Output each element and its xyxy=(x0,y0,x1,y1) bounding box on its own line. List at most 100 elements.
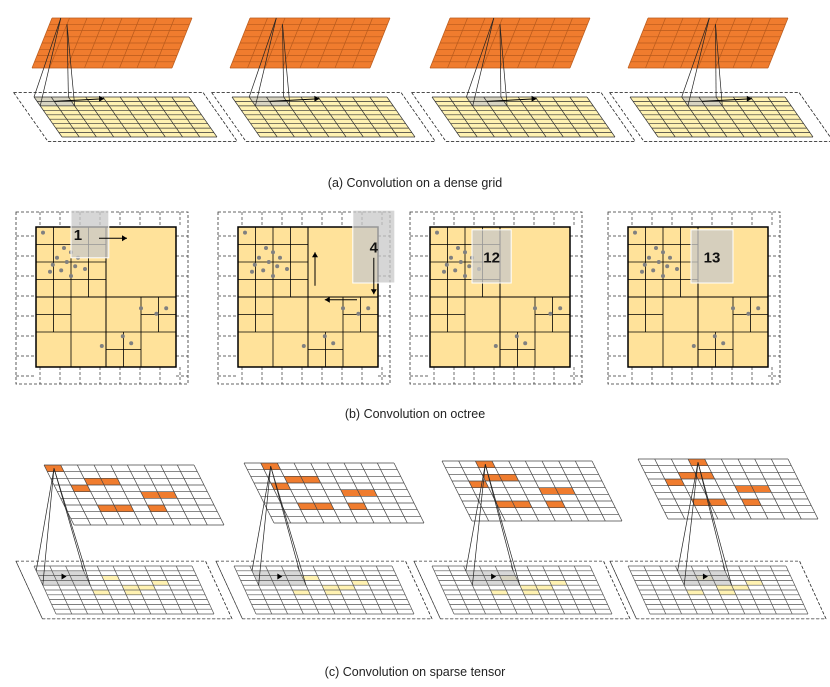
grid-line xyxy=(248,96,278,138)
sparse-tensor-row xyxy=(15,458,827,620)
point xyxy=(154,311,159,316)
point xyxy=(721,341,726,346)
grid-line xyxy=(787,458,819,520)
grid-fill xyxy=(44,465,224,525)
grid-line xyxy=(687,458,719,520)
grid-fill xyxy=(244,463,424,523)
arrow-head xyxy=(746,95,752,102)
grid-line xyxy=(283,96,312,138)
point xyxy=(69,274,73,278)
octree-step-label: 1 xyxy=(74,227,82,244)
scan-arrow xyxy=(701,98,752,102)
projection-line xyxy=(248,17,277,98)
grid-line xyxy=(193,464,225,526)
active-cell xyxy=(715,585,734,590)
point xyxy=(493,344,498,348)
grid-line xyxy=(526,565,550,615)
active-cell xyxy=(512,501,532,508)
point xyxy=(301,344,306,348)
point xyxy=(523,341,528,346)
grid-line xyxy=(175,565,199,615)
grid-line xyxy=(500,96,530,138)
point xyxy=(731,306,735,311)
projection-line xyxy=(258,466,272,586)
point xyxy=(665,264,670,269)
grid-line xyxy=(541,460,573,522)
active-cell xyxy=(324,590,342,595)
point xyxy=(356,311,361,316)
caption-octree: (b) Convolution on octree xyxy=(344,407,486,421)
grid-line xyxy=(698,96,728,138)
octree-panel: 12 xyxy=(409,211,583,385)
grid-line xyxy=(393,462,425,524)
kernel-highlight xyxy=(471,229,512,284)
grid-line xyxy=(466,96,495,138)
grid-line xyxy=(43,464,75,526)
grid-line xyxy=(369,17,391,69)
point xyxy=(139,306,143,311)
active-cell xyxy=(147,505,168,512)
grid-line xyxy=(431,96,461,138)
scan-arrow xyxy=(269,98,320,102)
grid-line xyxy=(352,96,381,138)
grid-line xyxy=(136,17,158,69)
grid-line xyxy=(343,462,375,524)
grid-line xyxy=(491,460,523,522)
projection-line xyxy=(53,468,91,586)
scan-arrow xyxy=(54,98,105,102)
grid-line xyxy=(154,17,175,69)
projection-line xyxy=(472,464,486,586)
projection-line xyxy=(282,24,291,106)
arrow-head xyxy=(122,235,127,242)
point xyxy=(278,255,282,260)
active-cell xyxy=(519,585,538,590)
point xyxy=(285,267,289,271)
padding-line xyxy=(799,561,827,619)
arrow-head xyxy=(324,296,330,303)
padding-border xyxy=(607,211,781,385)
projection-line xyxy=(466,17,495,98)
point xyxy=(548,311,553,316)
active-cell xyxy=(357,489,378,497)
grid-line xyxy=(68,96,97,138)
grid-line xyxy=(143,464,175,526)
octree-panel: 4 xyxy=(217,209,396,385)
grid-line xyxy=(176,464,208,526)
point xyxy=(120,334,125,339)
grid-line xyxy=(508,460,540,522)
active-cell xyxy=(347,503,368,510)
point xyxy=(463,250,467,255)
grid-line xyxy=(569,96,599,138)
grid-line xyxy=(517,96,547,138)
grid-line xyxy=(670,458,702,520)
arrow-head xyxy=(531,95,537,102)
grid-line xyxy=(767,96,797,138)
grid-line xyxy=(93,464,125,526)
active-cell xyxy=(664,479,685,486)
grid-line xyxy=(448,96,478,138)
active-cell xyxy=(337,585,356,590)
grid-line xyxy=(754,565,777,615)
point xyxy=(62,246,66,250)
grid-line xyxy=(458,460,490,522)
point xyxy=(458,260,463,264)
active-cell xyxy=(694,472,715,479)
dense-grid-row xyxy=(13,17,830,142)
grid-line xyxy=(144,565,167,615)
grid-line xyxy=(704,458,736,520)
projection-line xyxy=(715,24,717,98)
projection-line xyxy=(255,17,277,106)
grid-line xyxy=(769,565,793,615)
grid-line xyxy=(754,458,786,520)
grid-line xyxy=(483,96,512,138)
point xyxy=(647,255,651,260)
octree-panel: 13 xyxy=(607,211,781,385)
grid-line xyxy=(542,565,565,615)
padding-line xyxy=(413,561,441,619)
dense-panel xyxy=(211,17,436,142)
arrow-head xyxy=(312,252,318,258)
point xyxy=(640,269,644,274)
projection-line xyxy=(697,462,732,586)
active-cell xyxy=(100,478,121,485)
